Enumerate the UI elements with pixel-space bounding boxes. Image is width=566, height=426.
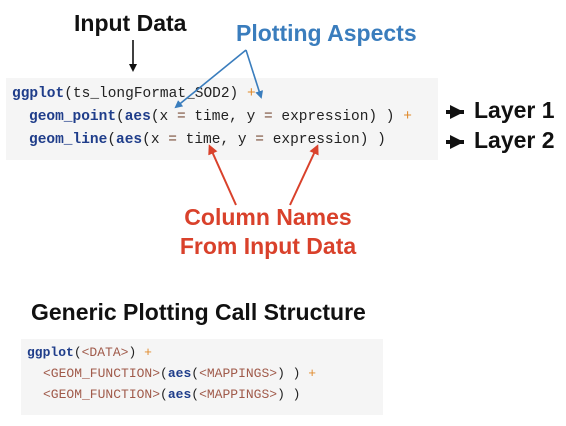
plus-operator: +: [403, 109, 412, 125]
code-line-2: geom_point(aes(x = time, y = expression)…: [29, 109, 412, 125]
geom-point-function: geom_point: [29, 109, 117, 125]
aes-function: aes: [116, 132, 143, 148]
mappings-placeholder: <MAPPINGS>: [199, 366, 278, 381]
geom-function-placeholder: <GEOM_FUNCTION>: [43, 387, 161, 402]
ggplot-function: ggplot: [27, 345, 74, 360]
geom-function-placeholder: <GEOM_FUNCTION>: [43, 366, 161, 381]
mappings-placeholder: <MAPPINGS>: [199, 387, 278, 402]
open-paren: (: [160, 366, 168, 381]
open-paren: (: [191, 366, 200, 381]
close-paren: ) ): [277, 366, 301, 381]
plotting-aspects-label: Plotting Aspects: [236, 20, 417, 46]
column-arrow-time: [208, 144, 237, 206]
aes-function: aes: [167, 387, 192, 402]
time-column: time,: [185, 132, 230, 148]
aes-function: aes: [167, 366, 192, 381]
column-names-line1: Column Names: [184, 204, 352, 230]
aspect-arrow-y: [245, 49, 263, 99]
generic-line-3: <GEOM_FUNCTION>(aes(<MAPPINGS>) ): [43, 387, 300, 402]
expression-column: expression): [281, 109, 378, 125]
y-param: y: [237, 132, 247, 148]
layer-1-label: Layer 1: [474, 97, 555, 123]
close-paren: ) ): [277, 387, 301, 402]
data-placeholder: <DATA>: [81, 345, 129, 360]
open-paren: (: [191, 387, 200, 402]
ggplot-args: (ts_longFormat_SOD2): [64, 86, 239, 102]
equals-sign: =: [168, 132, 177, 148]
generic-line-2: <GEOM_FUNCTION>(aes(<MAPPINGS>) ) +: [43, 366, 316, 381]
input-data-label: Input Data: [74, 10, 187, 36]
close-paren: ): [128, 345, 137, 360]
open-paren: (: [73, 345, 82, 360]
plus-operator: +: [308, 366, 317, 381]
generic-code-block: ggplot(<DATA>) + <GEOM_FUNCTION>(aes(<MA…: [21, 339, 383, 415]
equals-sign: =: [263, 109, 273, 125]
generic-line-1: ggplot(<DATA>) +: [27, 345, 152, 360]
x-param: x: [159, 109, 169, 125]
y-param: y: [246, 109, 256, 125]
column-names-line2: From Input Data: [179, 233, 357, 259]
ggplot-code-block: ggplot(ts_longFormat_SOD2) + geom_point(…: [6, 78, 438, 160]
time-column: time,: [194, 109, 238, 125]
close-paren: ): [377, 132, 386, 148]
code-line-1: ggplot(ts_longFormat_SOD2) +: [12, 86, 256, 102]
column-arrow-expression: [289, 144, 319, 206]
open-paren: (: [160, 387, 168, 402]
generic-structure-title: Generic Plotting Call Structure: [31, 299, 366, 325]
code-line-3: geom_line(aes(x = time, y = expression) …: [29, 132, 386, 148]
layer-2-label: Layer 2: [474, 127, 555, 153]
aspect-arrow-x: [174, 49, 247, 109]
ggplot-function: ggplot: [12, 86, 65, 102]
geom-line-function: geom_line: [29, 132, 108, 148]
equals-sign: =: [255, 132, 264, 148]
plus-operator: +: [144, 345, 152, 360]
aes-function: aes: [124, 109, 151, 125]
x-param: x: [150, 132, 160, 148]
expression-column: expression): [272, 132, 369, 148]
close-paren: ): [385, 109, 395, 125]
plus-operator: +: [246, 86, 256, 102]
equals-sign: =: [176, 109, 186, 125]
column-names-label: Column Names From Input Data: [160, 203, 376, 261]
